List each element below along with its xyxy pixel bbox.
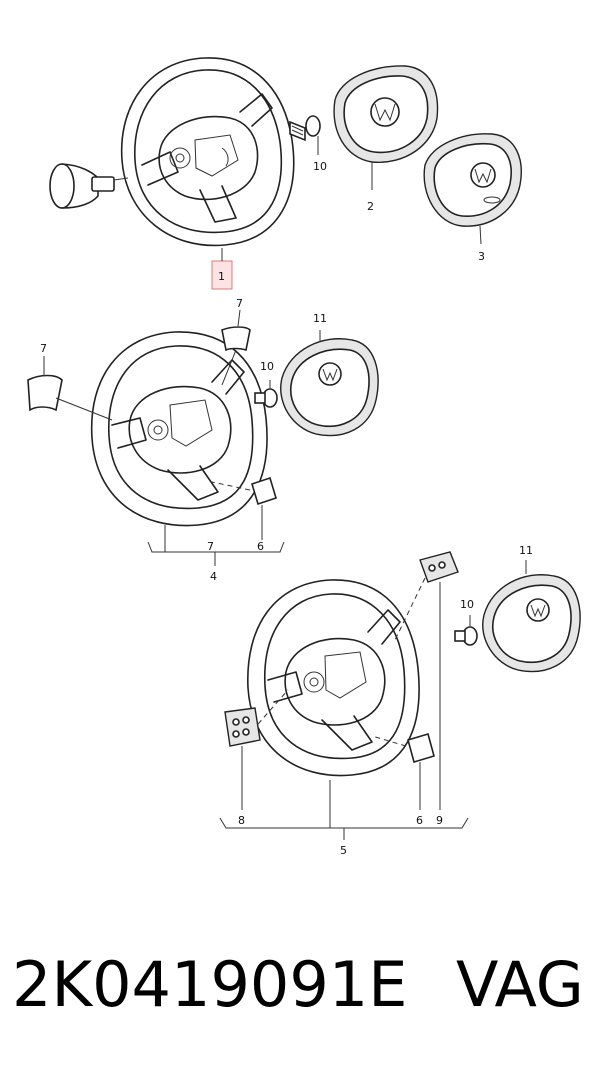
callout-9: 9 (436, 814, 443, 827)
steering-wheel-1 (120, 57, 295, 247)
clip-7-left (27, 374, 63, 412)
switch-module-8 (224, 689, 289, 810)
bracket-4 (147, 541, 285, 553)
part-number: 2K0419091E (12, 948, 408, 1021)
callout-7-b: 7 (40, 342, 47, 355)
bolt-10-c (454, 615, 478, 646)
airbag-module-3 (423, 133, 522, 245)
callout-11-b: 11 (519, 544, 533, 557)
cover-6-a (251, 476, 277, 506)
bolt-10-b (254, 380, 278, 408)
steering-column-shaft (49, 163, 129, 209)
callout-2: 2 (367, 200, 374, 213)
callout-1: 1 (218, 270, 225, 283)
brand-label: VAG (456, 948, 584, 1021)
callout-10-b: 10 (260, 360, 274, 373)
callout-10-a: 10 (313, 160, 327, 173)
callout-5: 5 (340, 844, 347, 857)
clip-7-upper (221, 326, 251, 352)
callout-7-a: 7 (236, 297, 243, 310)
airbag-module-2 (333, 65, 439, 190)
callout-7-c: 7 (207, 540, 214, 553)
steering-wheel-exploded-diagram: 10 2 3 1 7 7 (27, 57, 581, 857)
callout-10-c: 10 (460, 598, 474, 611)
callout-3: 3 (478, 250, 485, 263)
bolt-10-a (289, 115, 321, 155)
bracket-5 (219, 817, 469, 829)
steering-wheel-5 (247, 579, 420, 777)
cover-6-b (407, 732, 435, 764)
callout-6-b: 6 (416, 814, 423, 827)
airbag-module-11-b (482, 560, 581, 673)
switch-module-9 (394, 551, 459, 810)
callout-11-a: 11 (313, 312, 327, 325)
steering-wheel-4 (90, 331, 268, 527)
footer: 2K0419091E VAG (12, 940, 592, 1030)
callout-4: 4 (210, 570, 217, 583)
callout-8: 8 (238, 814, 245, 827)
airbag-module-11-a (280, 330, 379, 437)
callout-6-a: 6 (257, 540, 264, 553)
